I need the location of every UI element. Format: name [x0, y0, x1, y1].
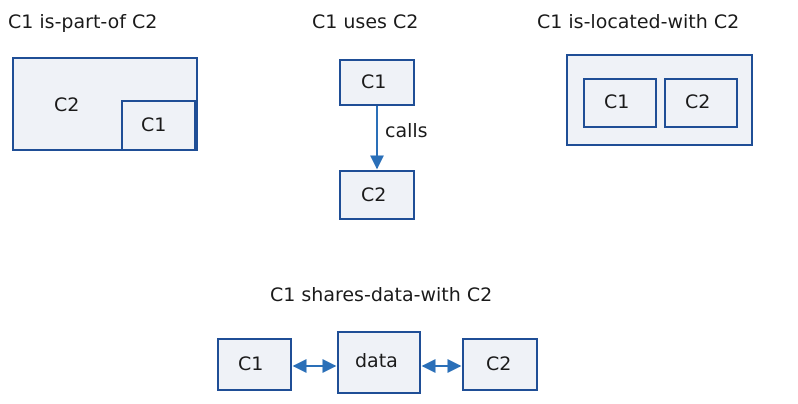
shares-data-left-box: C1: [217, 338, 292, 391]
located-with-right-label: C2: [685, 91, 711, 113]
uses-target-box: C2: [339, 170, 415, 220]
located-with-left-box: C1: [583, 78, 657, 128]
located-with-left-label: C1: [604, 91, 630, 113]
uses-source-label: C1: [361, 71, 387, 93]
shares-data-left-label: C1: [238, 353, 264, 375]
part-of-inner-box: C1: [121, 100, 196, 151]
shares-data-right-label: C2: [486, 353, 512, 375]
shares-data-data-box: data: [337, 331, 421, 394]
shares-data-title: C1 shares-data-with C2: [270, 284, 493, 306]
part-of-outer-box: C2 C1: [12, 57, 198, 151]
located-with-right-box: C2: [664, 78, 738, 128]
part-of-outer-label: C2: [54, 94, 80, 116]
uses-source-box: C1: [339, 59, 415, 106]
uses-target-label: C2: [361, 184, 387, 206]
located-with-title: C1 is-located-with C2: [537, 11, 740, 33]
calls-edge-label: calls: [385, 120, 428, 142]
shares-data-data-label: data: [355, 350, 398, 372]
shares-data-right-box: C2: [462, 338, 538, 391]
uses-title: C1 uses C2: [312, 11, 419, 33]
part-of-title: C1 is-part-of C2: [8, 11, 158, 33]
located-with-container-box: C1 C2: [566, 54, 753, 146]
part-of-inner-label: C1: [141, 114, 167, 136]
